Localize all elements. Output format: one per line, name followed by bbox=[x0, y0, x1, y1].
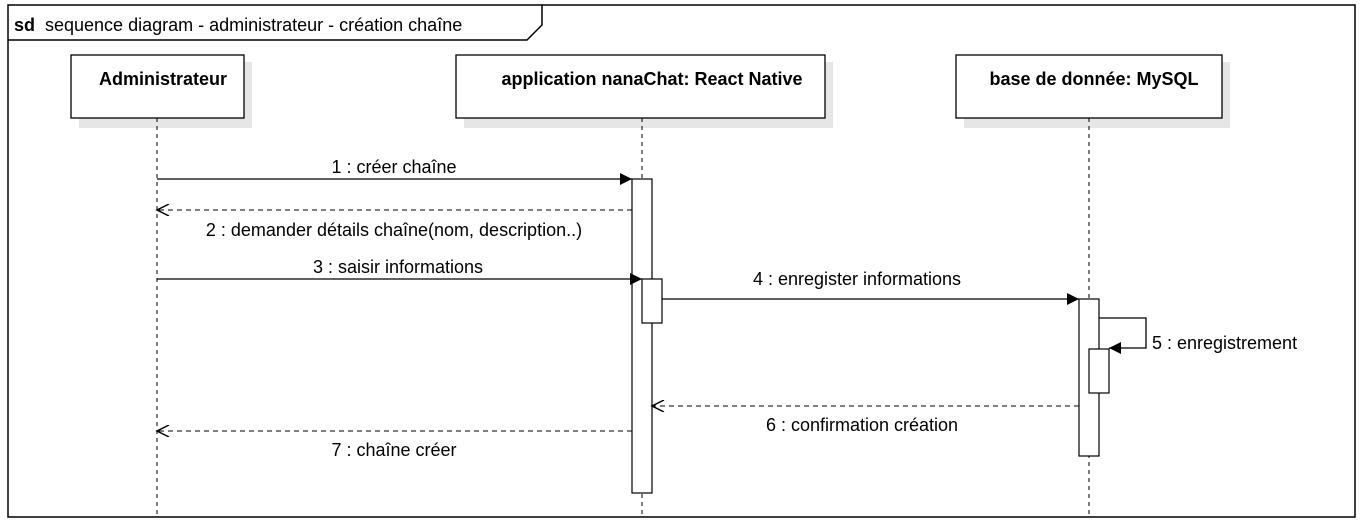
diagram-frame bbox=[7, 4, 1356, 518]
message-label-3: 3 : saisir informations bbox=[313, 257, 483, 277]
activation-app-main bbox=[631, 178, 653, 494]
activation-db-nested bbox=[1088, 348, 1110, 394]
lifeline-label-admin: Administrateur bbox=[99, 69, 227, 89]
message-arrow-5 bbox=[1099, 317, 1147, 354]
frame-title-tab bbox=[8, 5, 543, 41]
message-label-5: 5 : enregistrement bbox=[1152, 333, 1297, 353]
lifeline-label-db: base de donnée: MySQL bbox=[989, 69, 1198, 89]
frame-title: sequence diagram - administrateur - créa… bbox=[45, 15, 462, 35]
lifeline-label-app: application nanaChat: React Native bbox=[501, 69, 802, 89]
message-label-4: 4 : enregister informations bbox=[753, 269, 961, 289]
lifeline-head-db bbox=[955, 54, 1223, 119]
lifeline-head-app bbox=[455, 54, 826, 119]
activation-app-nested bbox=[641, 278, 663, 324]
frame-keyword: sd bbox=[14, 15, 35, 35]
message-label-6: 6 : confirmation création bbox=[766, 415, 958, 435]
message-label-2: 2 : demander détails chaîne(nom, descrip… bbox=[206, 220, 582, 240]
lifeline-head-admin bbox=[70, 54, 245, 119]
message-label-7: 7 : chaîne créer bbox=[331, 440, 456, 460]
message-label-1: 1 : créer chaîne bbox=[331, 157, 456, 177]
